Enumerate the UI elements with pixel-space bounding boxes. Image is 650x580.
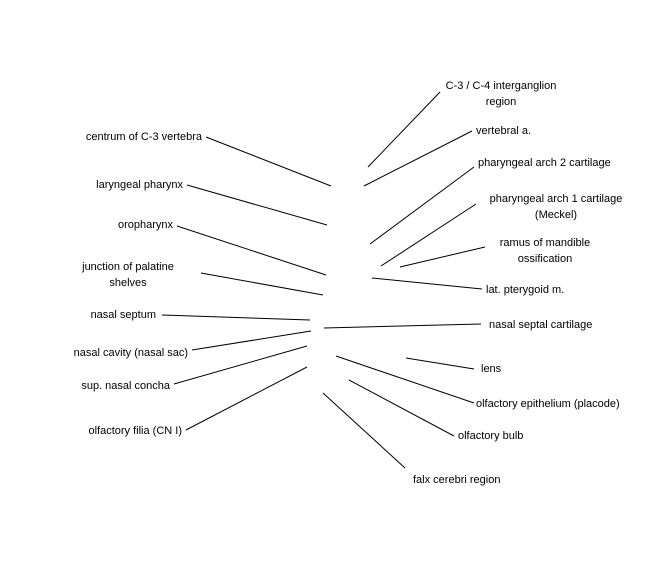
leader-line-nasal-cavity: [191, 330, 312, 351]
label-falx-cerebri: falx cerebri region: [413, 474, 501, 486]
leader-line-falx-cerebri: [322, 392, 406, 469]
leader-line-lat-pterygoid: [371, 277, 483, 290]
leader-line-sup-nasal-concha: [173, 345, 308, 385]
leader-line-olfactory-epithelium: [335, 355, 475, 404]
label-olfactory-filia: olfactory filia (CN I): [88, 425, 182, 437]
leader-line-olfactory-bulb: [348, 379, 455, 437]
leader-line-c3c4-interganglion: [367, 91, 441, 168]
leader-line-laryngeal-pharynx: [186, 184, 328, 226]
leader-line-pharyngeal-arch1: [380, 203, 477, 267]
label-nasal-cavity: nasal cavity (nasal sac): [73, 347, 188, 359]
label-lat-pterygoid: lat. pterygoid m.: [486, 284, 565, 296]
label-vertebral-a: vertebral a.: [476, 125, 532, 137]
leader-line-ramus-mandible: [399, 246, 486, 268]
label-lens: lens: [481, 363, 502, 375]
label-pharyngeal-arch1: pharyngeal arch 1 cartilage (Meckel): [489, 193, 623, 221]
label-junction-palatine: junction of palatine shelves: [82, 261, 174, 289]
label-sup-nasal-concha: sup. nasal concha: [81, 380, 170, 392]
leader-line-lens: [405, 357, 475, 370]
label-olfactory-epithelium: olfactory epithelium (placode): [476, 398, 620, 410]
label-olfactory-bulb: olfactory bulb: [458, 430, 524, 442]
leader-line-vertebral-a: [363, 130, 473, 187]
label-c3c4-interganglion: C-3 / C-4 interganglion region: [445, 80, 557, 108]
label-nasal-septum: nasal septum: [90, 309, 156, 321]
leader-line-nasal-septal-cartilage: [323, 323, 482, 329]
label-laryngeal-pharynx: laryngeal pharynx: [96, 179, 183, 191]
label-ramus-mandible: ramus of mandible ossification: [499, 237, 591, 265]
leader-line-pharyngeal-arch2: [369, 166, 475, 245]
leader-line-nasal-septum: [161, 314, 311, 321]
leader-line-olfactory-filia: [185, 366, 308, 431]
label-nasal-septal-cartilage: nasal septal cartilage: [489, 319, 593, 331]
leader-line-centrum-c3: [205, 136, 332, 187]
leader-line-junction-palatine: [200, 272, 324, 296]
label-oropharynx: oropharynx: [117, 219, 173, 231]
leader-line-oropharynx: [176, 225, 327, 276]
label-pharyngeal-arch2: pharyngeal arch 2 cartilage: [478, 157, 611, 169]
label-centrum-c3: centrum of C-3 vertebra: [85, 131, 202, 143]
